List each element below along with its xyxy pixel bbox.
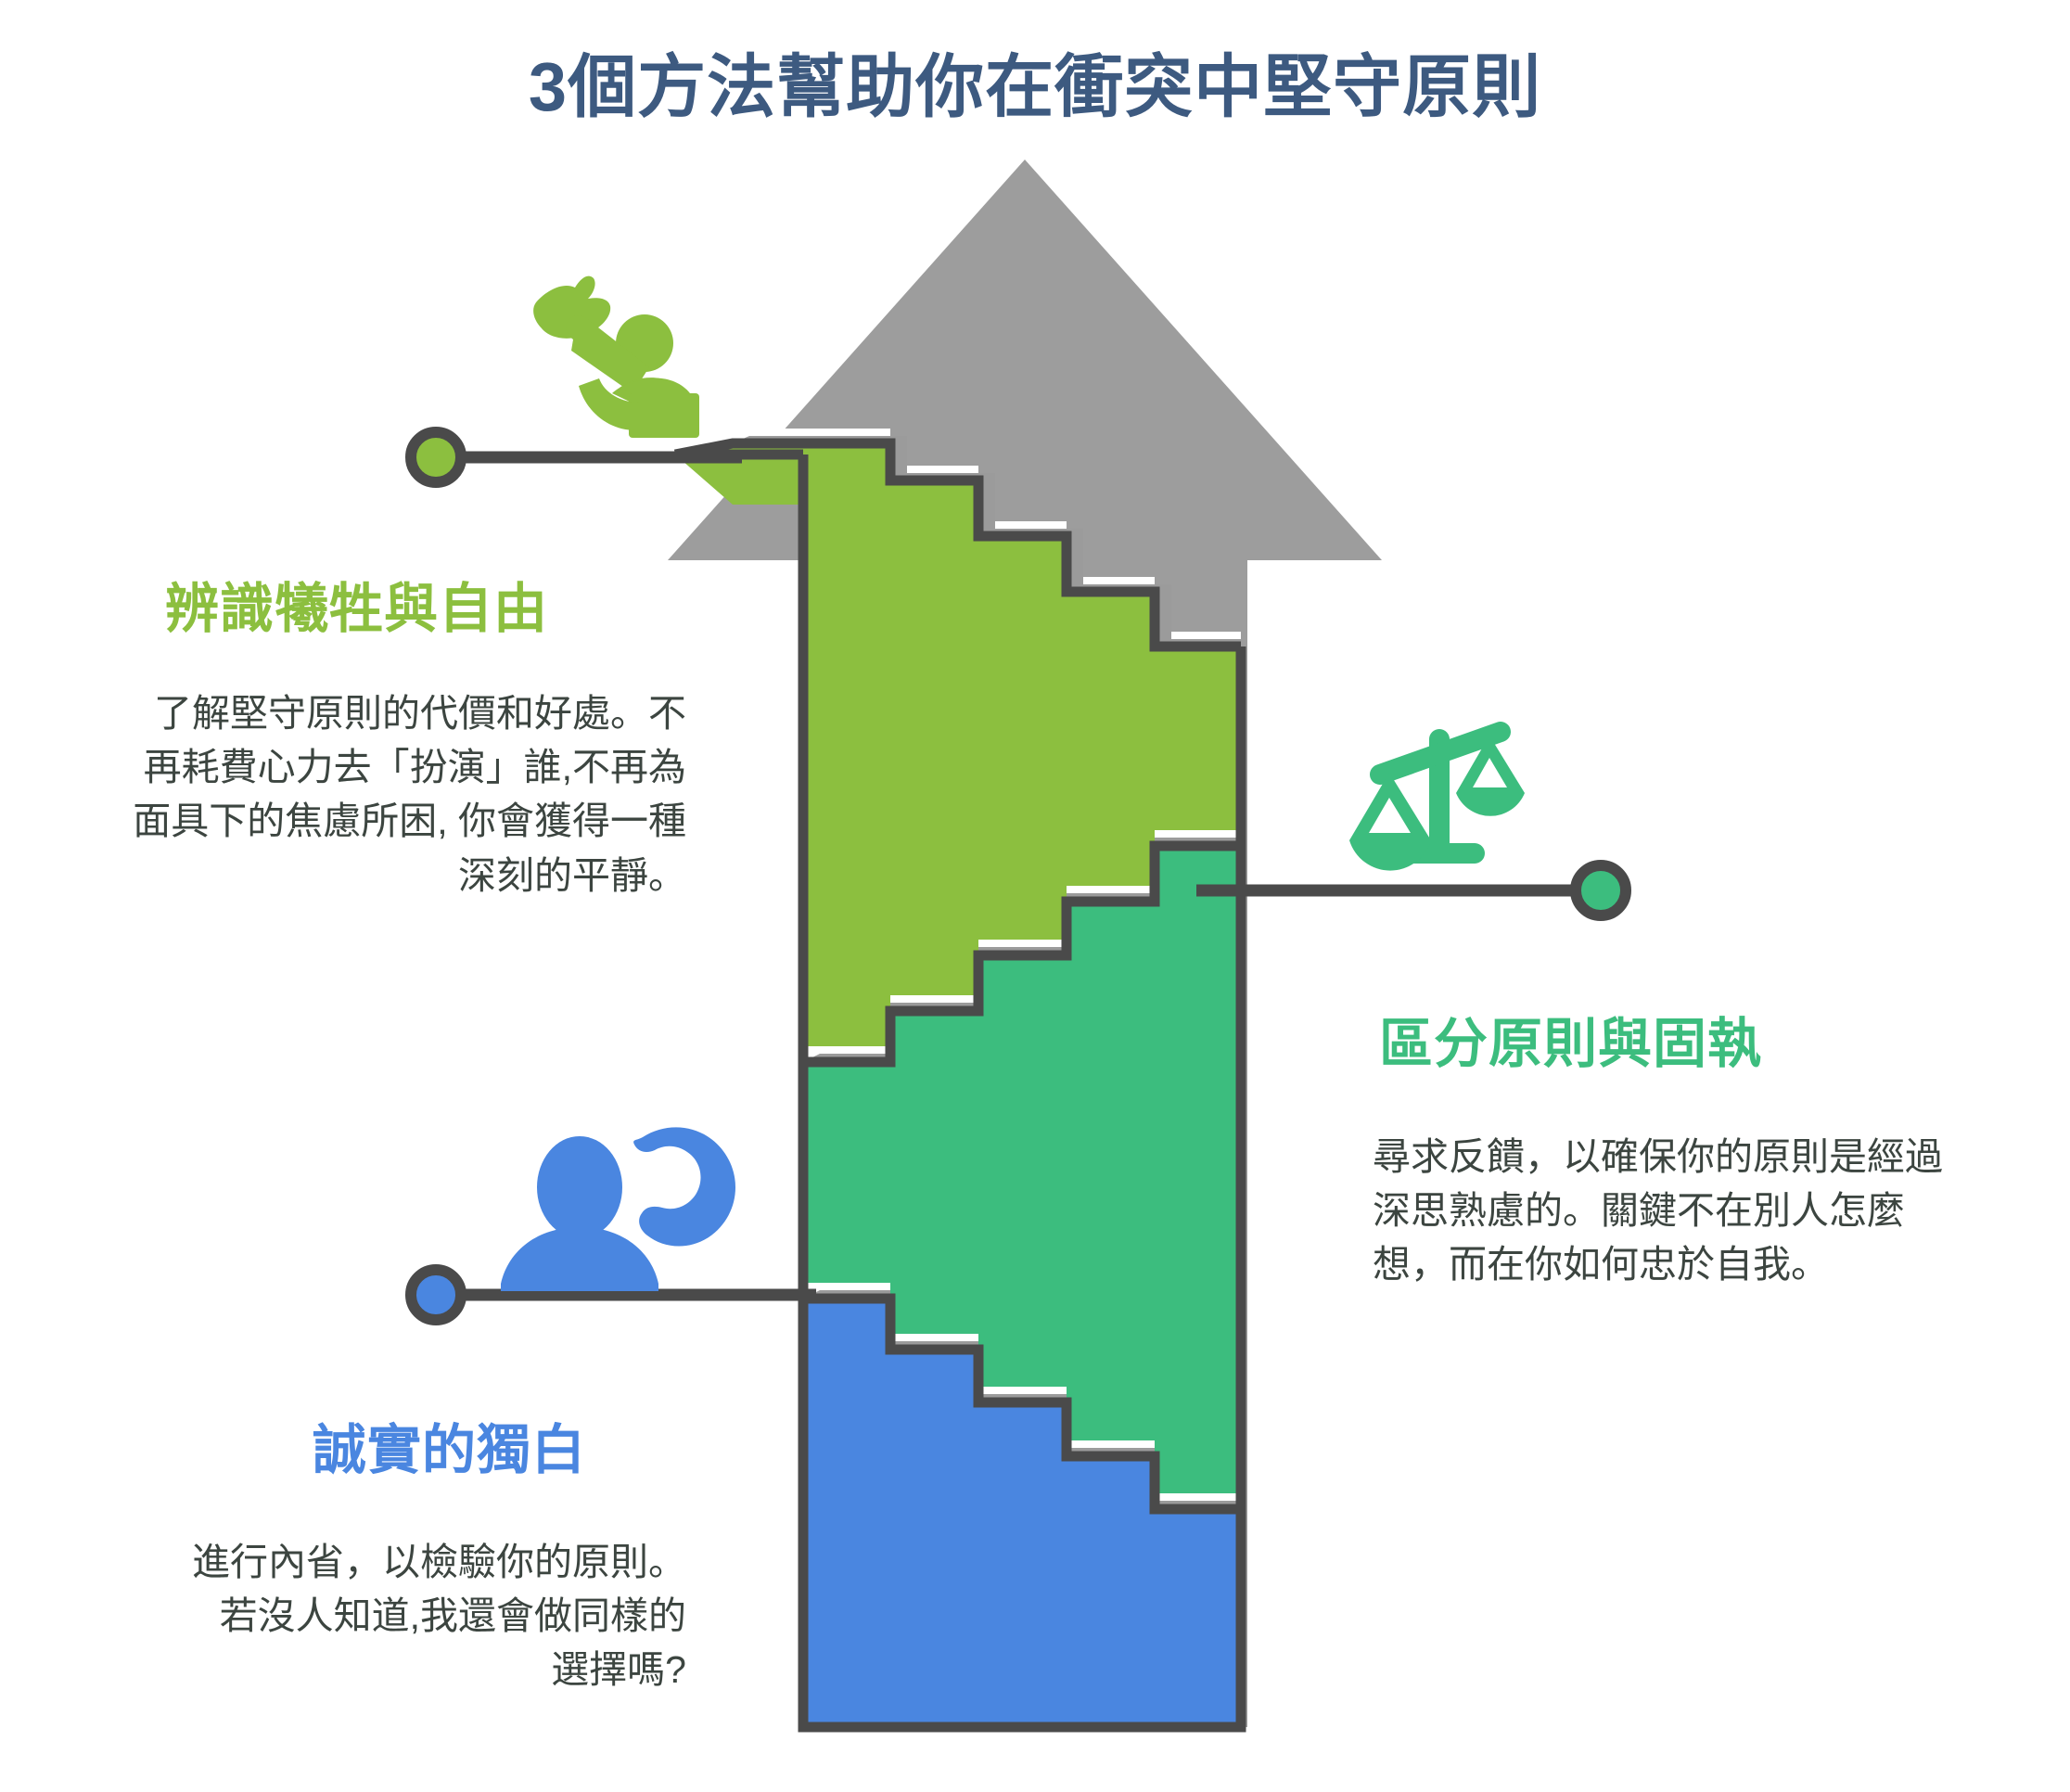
step-region-one bbox=[675, 443, 1241, 1062]
balance-scales-icon bbox=[1370, 722, 1511, 864]
person-with-thought-bubble-icon bbox=[501, 1127, 736, 1291]
connector-dot-one bbox=[405, 427, 466, 488]
section-two-body: 尋求反饋，以確保你的原則是經過深思熟慮的。關鍵不在別人怎麼想，而在你如何忠於自我… bbox=[1373, 1135, 1943, 1286]
person-releasing-bird-icon bbox=[533, 275, 699, 438]
connector-three bbox=[405, 1264, 816, 1325]
section-three-heading: 誠實的獨白 bbox=[313, 1420, 587, 1480]
section-one-body: 了解堅守原則的代價和好處。不再耗費心力去「扮演」誰,不再為面具下的焦慮所困, 你… bbox=[133, 692, 686, 897]
connector-dot-three bbox=[405, 1264, 466, 1325]
section-one-heading: 辨識犧牲與自由 bbox=[165, 579, 549, 639]
step-region-three bbox=[803, 1299, 1241, 1727]
section-two-heading: 區分原則與固執 bbox=[1379, 1014, 1763, 1074]
section-three-body: 進行內省，以檢驗你的原則。若沒人知道,我還會做同樣的選擇嗎? bbox=[192, 1541, 686, 1692]
connector-two bbox=[1196, 860, 1631, 921]
gray-arrow-shape bbox=[668, 160, 1382, 1727]
step-region-two bbox=[803, 846, 1241, 1509]
page-title: 3個方法幫助你在衝突中堅守原則 bbox=[528, 48, 1542, 125]
shaft-outline bbox=[675, 449, 1246, 1733]
balance-scales-pans bbox=[1349, 736, 1525, 871]
connector-dot-two bbox=[1570, 860, 1631, 921]
stair-treads-middle bbox=[803, 830, 1241, 1068]
connector-one bbox=[405, 427, 742, 488]
stair-treads-top bbox=[673, 429, 1241, 652]
stair-treads-bottom bbox=[803, 1283, 1241, 1515]
